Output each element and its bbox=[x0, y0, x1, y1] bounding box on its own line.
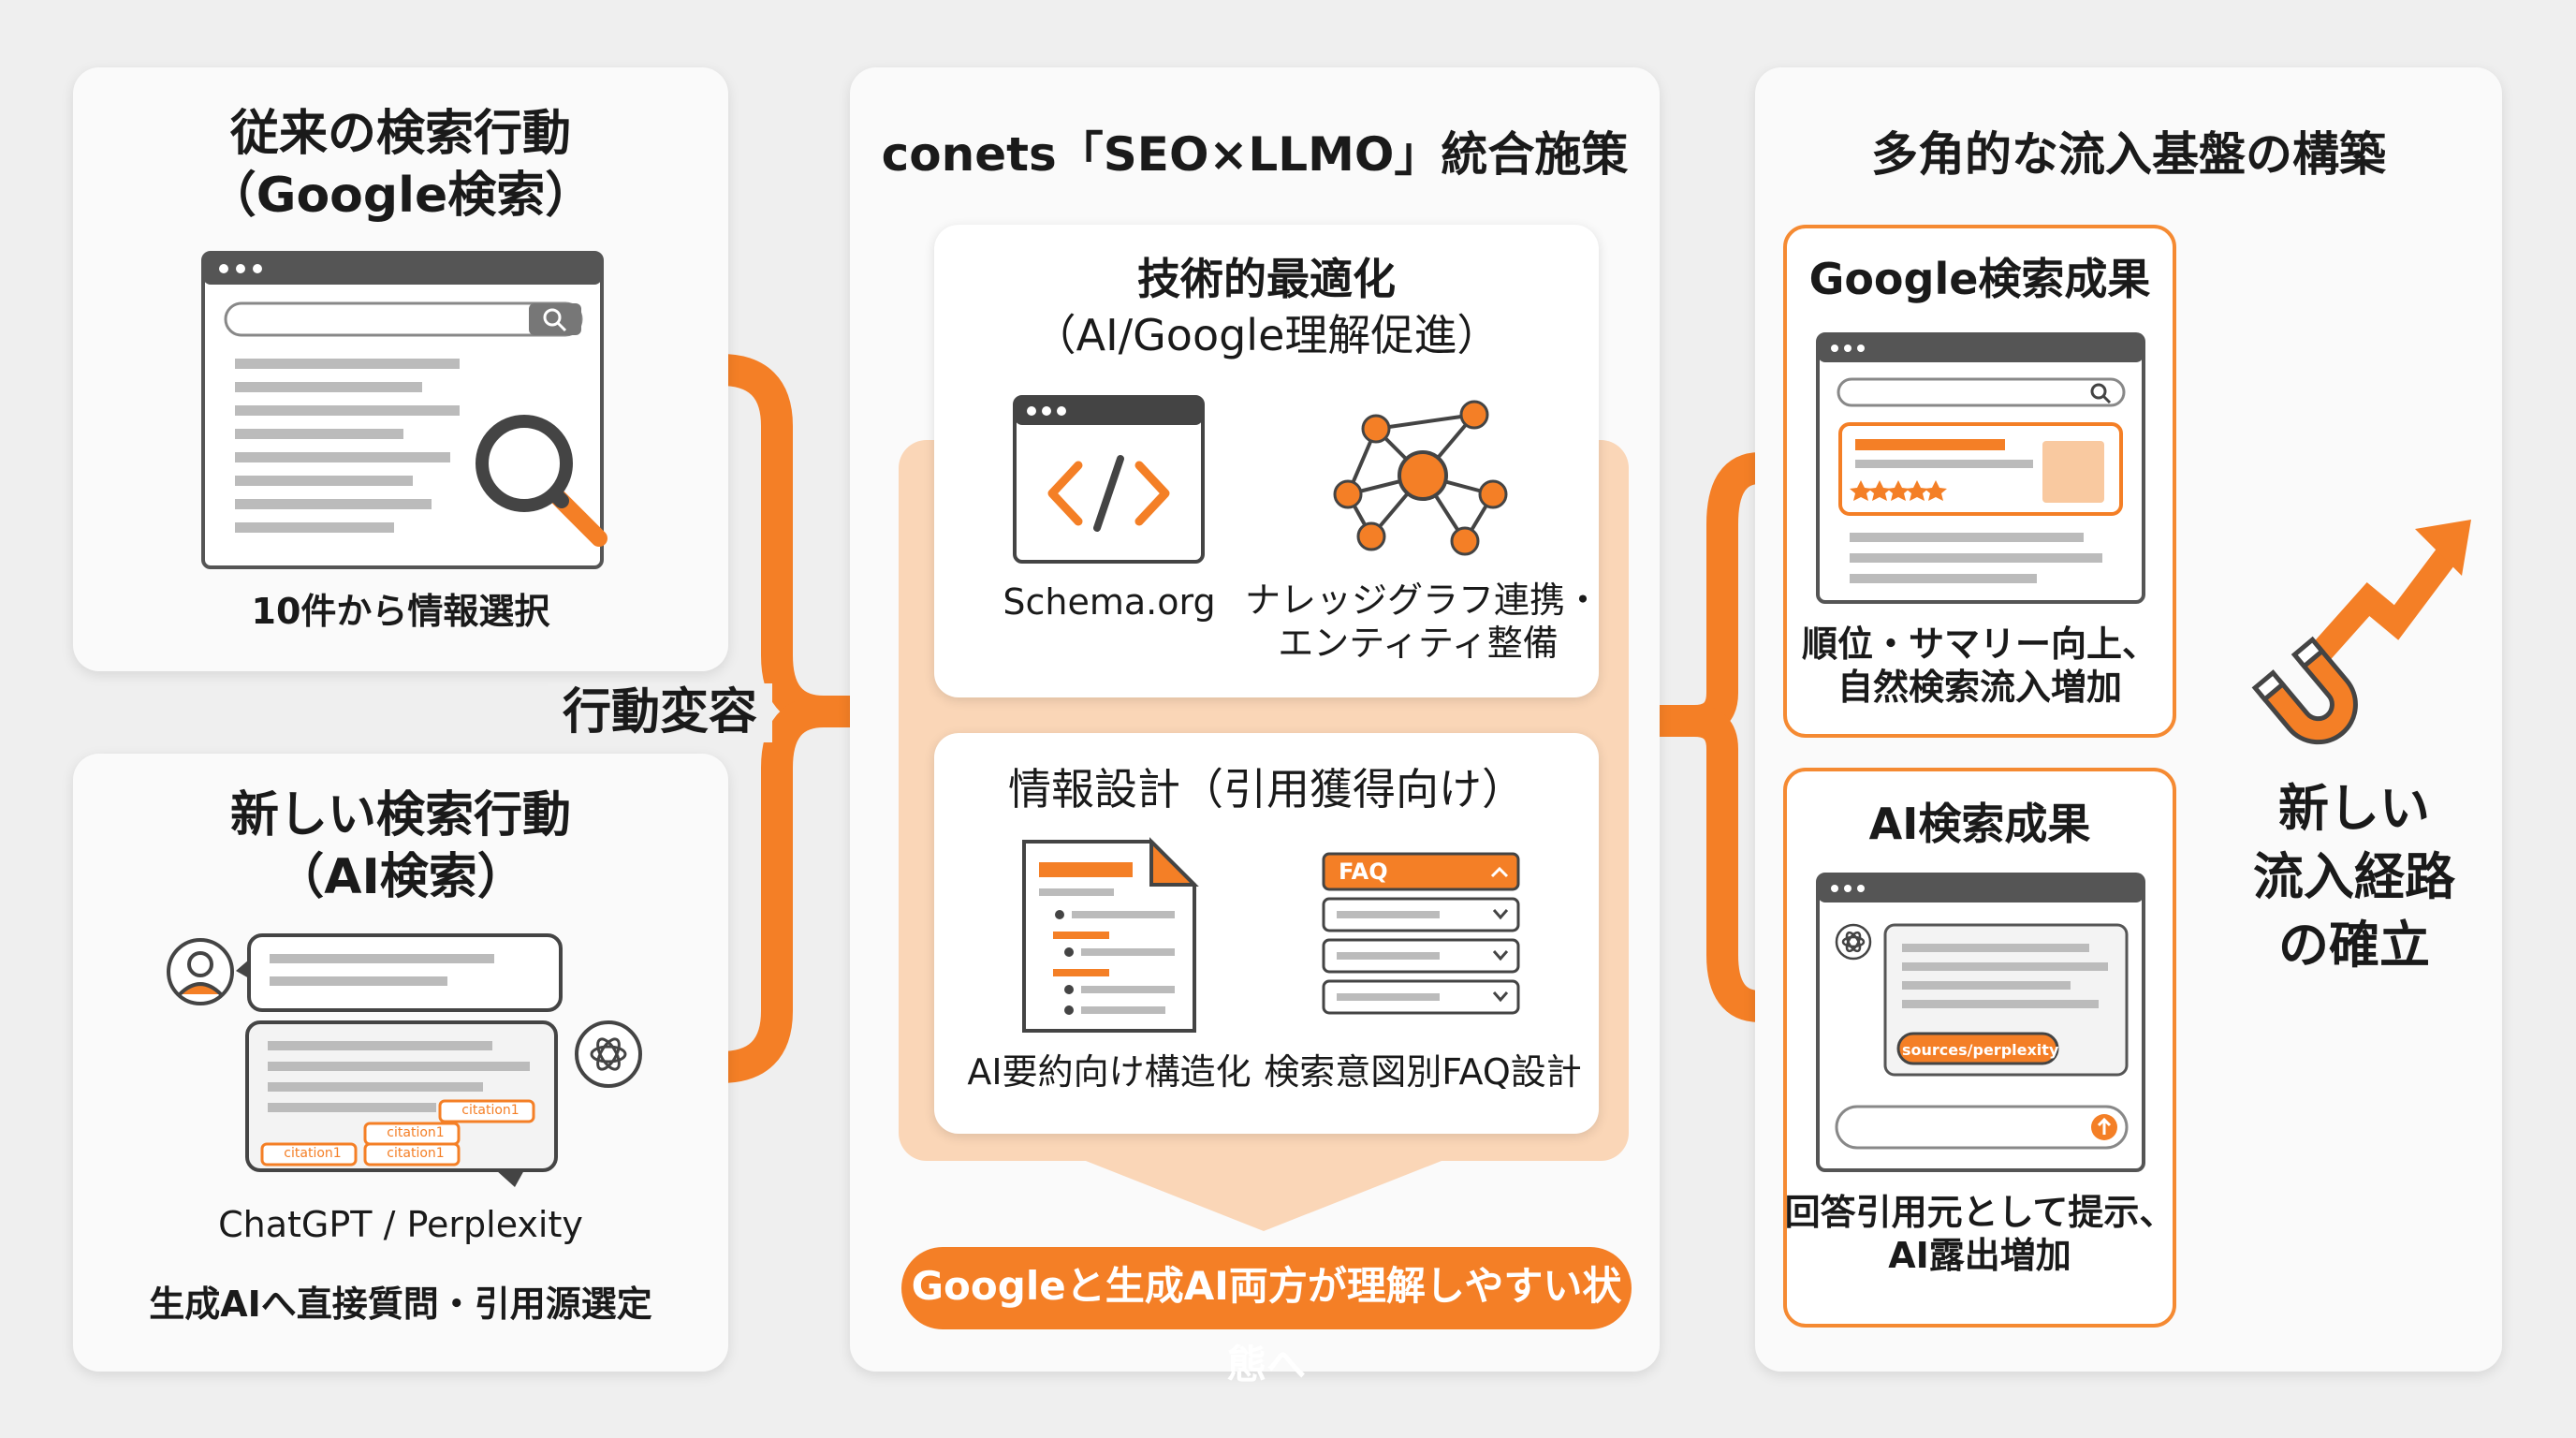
knowledge-graph-label: ナレッジグラフ連携・ エンティティ整備 bbox=[1245, 580, 1602, 665]
search-icon bbox=[2090, 383, 2112, 404]
new-search-subtitle: （AI検索） bbox=[275, 849, 526, 905]
user-avatar-icon bbox=[167, 938, 234, 1005]
code-icon bbox=[1013, 395, 1205, 564]
faq-design-label: 検索意図別FAQ設計 bbox=[1264, 1051, 1582, 1093]
ai-results-title: AI検索成果 bbox=[1868, 799, 2091, 849]
result-pill: Googleと生成AI両方が理解しやすい状態へ bbox=[901, 1247, 1632, 1387]
faq-label: FAQ bbox=[1339, 858, 1388, 885]
transition-label: 行動変容 bbox=[548, 683, 772, 743]
inflow-title: 多角的な流入基盤の構築 bbox=[1871, 127, 2386, 182]
new-search-caption: 生成AIへ直接質問・引用源選定 bbox=[149, 1284, 652, 1325]
ai-summary-label: AI要約向け構造化 bbox=[967, 1051, 1251, 1093]
magnifier-icon bbox=[476, 415, 607, 547]
traditional-title: 従来の検索行動 bbox=[229, 106, 571, 162]
strategy-title: conets「SEO×LLMO」統合施策 bbox=[881, 127, 1629, 182]
traditional-caption: 10件から情報選択 bbox=[251, 591, 550, 632]
citation-chip: citation1 bbox=[461, 1103, 520, 1118]
user-question-bubble bbox=[236, 933, 563, 1012]
google-results-browser bbox=[1816, 332, 2145, 604]
network-graph-icon bbox=[1333, 400, 1508, 556]
traditional-subtitle: （Google検索） bbox=[207, 168, 594, 224]
search-icon bbox=[543, 308, 567, 332]
ai-logo-icon bbox=[575, 1020, 642, 1088]
google-results-caption: 順位・サマリー向上、 自然検索流入増加 bbox=[1801, 624, 2158, 709]
star-rating-icon bbox=[1850, 480, 1947, 501]
info-design-title: 情報設計（引用獲得向け） bbox=[1008, 764, 1525, 814]
ai-logo-icon bbox=[1835, 923, 1872, 961]
ai-tools-label: ChatGPT / Perplexity bbox=[218, 1204, 583, 1245]
citation-chip: citation1 bbox=[284, 1146, 342, 1161]
new-inflow-outcome: 新しい 流入経路 の確立 bbox=[2253, 779, 2455, 975]
ai-results-browser bbox=[1816, 873, 2145, 1172]
magnet-icon bbox=[2251, 636, 2358, 745]
technical-subtitle: （AI/Google理解促進） bbox=[1032, 310, 1500, 360]
new-search-title: 新しい検索行動 bbox=[229, 787, 571, 844]
send-arrow-icon bbox=[2091, 1114, 2117, 1140]
growth-arrow-icon bbox=[2305, 520, 2471, 668]
citation-chip: citation1 bbox=[387, 1146, 445, 1161]
ai-results-caption: 回答引用元として提示、 AI露出増加 bbox=[1784, 1192, 2175, 1277]
document-icon bbox=[1022, 837, 1199, 1033]
citation-source-button[interactable]: sources/perplexity bbox=[1902, 1041, 2059, 1059]
citation-chip: citation1 bbox=[387, 1125, 445, 1140]
google-results-title: Google検索成果 bbox=[1808, 254, 2151, 304]
faq-accordion-icon bbox=[1322, 852, 1520, 1015]
technical-title: 技術的最適化 bbox=[1137, 254, 1396, 304]
schema-label: Schema.org bbox=[1003, 581, 1216, 623]
ai-answer-bubble bbox=[245, 1020, 558, 1187]
